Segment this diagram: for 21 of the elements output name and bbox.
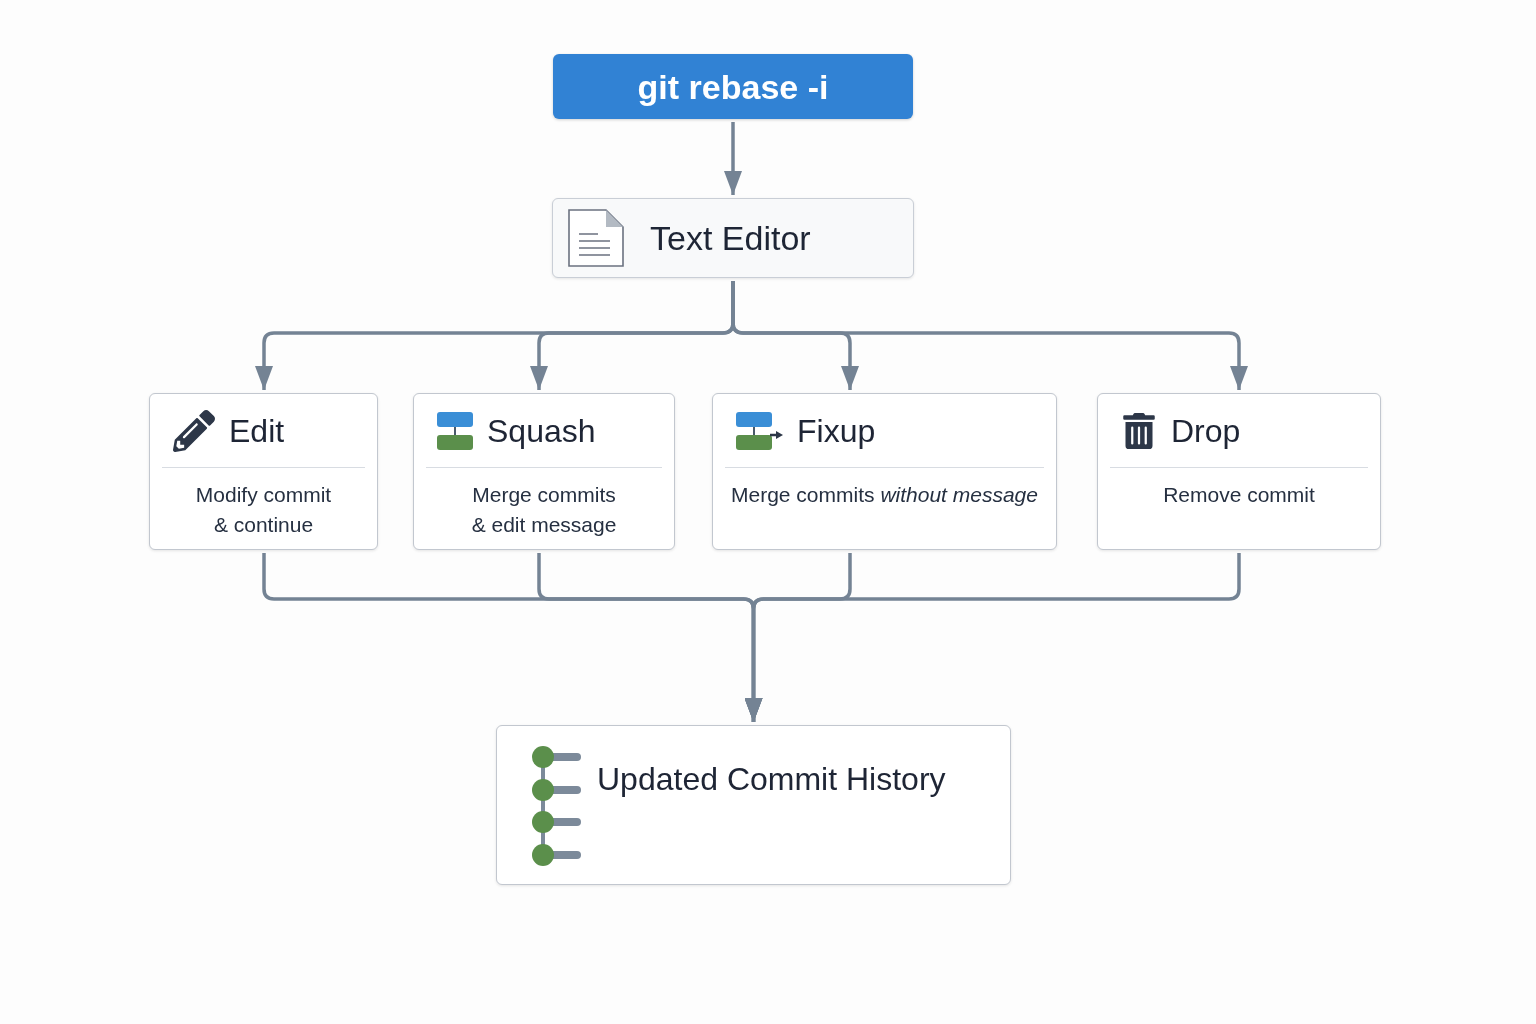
node-description: Modify commit & continue — [194, 482, 333, 538]
node-title: Fixup — [797, 414, 876, 447]
arrow — [744, 553, 1241, 722]
node-title: Drop — [1171, 414, 1241, 447]
node-title: Squash — [487, 414, 596, 447]
command-box — [553, 54, 913, 119]
node-title: Updated Commit History — [597, 760, 946, 798]
node-description: Merge commits without message — [731, 482, 1038, 508]
node-title: Edit — [229, 414, 285, 447]
node-title: Text Editor — [650, 221, 811, 255]
command-text: git rebase -i — [637, 69, 829, 104]
action-card — [712, 393, 1057, 550]
arrow — [731, 281, 1248, 390]
result-box — [496, 725, 1011, 885]
action-card — [149, 393, 378, 550]
action-card — [413, 393, 675, 550]
node-description: Remove commit — [1163, 482, 1315, 508]
node-description: Merge commits & edit message — [470, 482, 618, 538]
arrow — [724, 122, 742, 195]
action-card — [1097, 393, 1381, 550]
editor-box — [552, 198, 914, 278]
